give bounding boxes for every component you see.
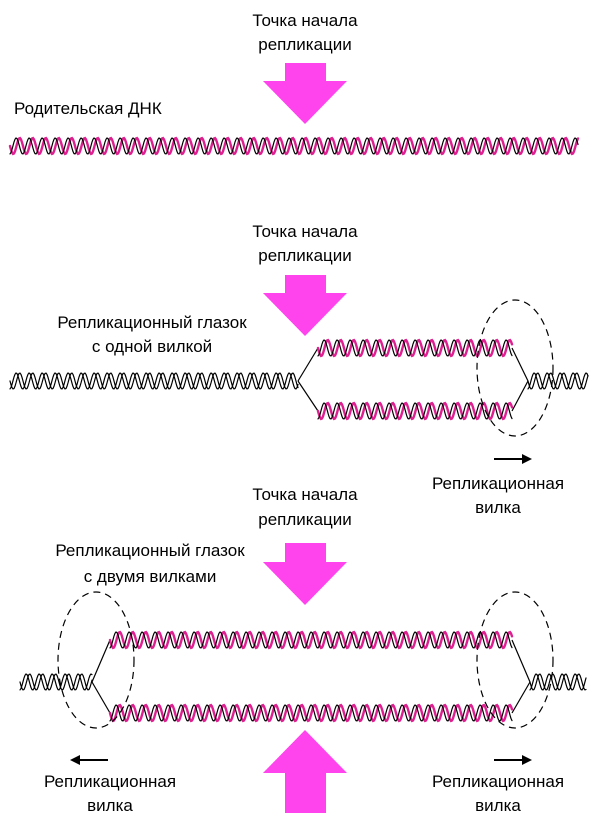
origin-label-line1: Точка начала [252,485,358,504]
origin-label-line2: репликации [258,510,352,529]
right-fork-branch-top [511,639,531,683]
left-parent-helix-strand-a [9,372,299,390]
top-daughter-helix-strand-a [316,338,514,358]
two-fork-bubble-helices [19,630,587,723]
origin-label-line2: репликации [258,246,352,265]
left-fork-highlight [57,591,135,729]
left-fork-direction-arrow [70,755,108,765]
fork-label-line2: вилка [475,498,521,517]
bottom-daughter-helix-strand-a [316,401,514,421]
parent-dna-label: Родительская ДНК [14,99,162,118]
origin-label-line1: Точка начала [252,11,358,30]
bubble-label-line1: Репликационный глазок [57,313,247,332]
origin-arrow-up [263,730,347,813]
right-parent-helix-strand-b [529,673,587,691]
left-fork-label-line1: Репликационная [44,772,176,791]
panel-single-fork-bubble: Точка начала репликации Репликационный г… [9,222,589,517]
panel-parent-dna: Точка начала репликации Родительская ДНК [8,11,580,156]
bubble-label-line2: с двумя вилками [84,567,217,586]
origin-label-line1: Точка начала [252,222,358,241]
parent-dna-helix [8,136,580,156]
left-fork-branch-bottom [91,681,111,714]
left-fork-branch-top [91,639,111,683]
origin-arrow-down [263,275,347,336]
right-parent-helix-strand-b [527,372,589,390]
fork-branch-bottom-left [297,380,319,412]
right-parent-helix-strand-a [527,372,589,390]
right-fork-label-line1: Репликационная [432,772,564,791]
single-fork-bubble-helices [9,338,589,421]
panel-two-fork-bubble: Точка начала репликации Репликационный г… [19,485,587,815]
bubble-label-line1: Репликационный глазок [55,541,245,560]
parent-helix-strand-a [8,136,580,156]
origin-label-line2: репликации [258,35,352,54]
right-fork-branch-bottom [511,681,531,714]
bubble-label-line2: с одной вилкой [92,337,212,356]
bottom-daughter-helix-strand-b [109,704,513,722]
origin-arrow-down [263,543,347,605]
bottom-daughter-helix-strand-b [317,402,513,420]
bottom-daughter-helix-strand-a [108,703,514,723]
left-parent-helix-strand-b [9,372,299,390]
parent-helix-strand-b [9,137,579,155]
top-daughter-helix-strand-a [108,630,514,650]
fork-branch-bottom-right [511,380,529,412]
fork-label-line1: Репликационная [432,474,564,493]
origin-arrow-down [263,63,347,124]
right-fork-highlight [476,591,554,729]
fork-direction-arrow [494,454,532,464]
replication-fork-highlight [476,299,554,437]
left-parent-helix-strand-b [19,673,93,691]
fork-branch-top-left [297,347,319,382]
fork-branch-top-right [511,347,529,382]
right-fork-direction-arrow [494,755,532,765]
top-daughter-helix-strand-b [109,631,513,649]
left-fork-label-line2: вилка [87,796,133,815]
right-fork-label-line2: вилка [475,796,521,815]
